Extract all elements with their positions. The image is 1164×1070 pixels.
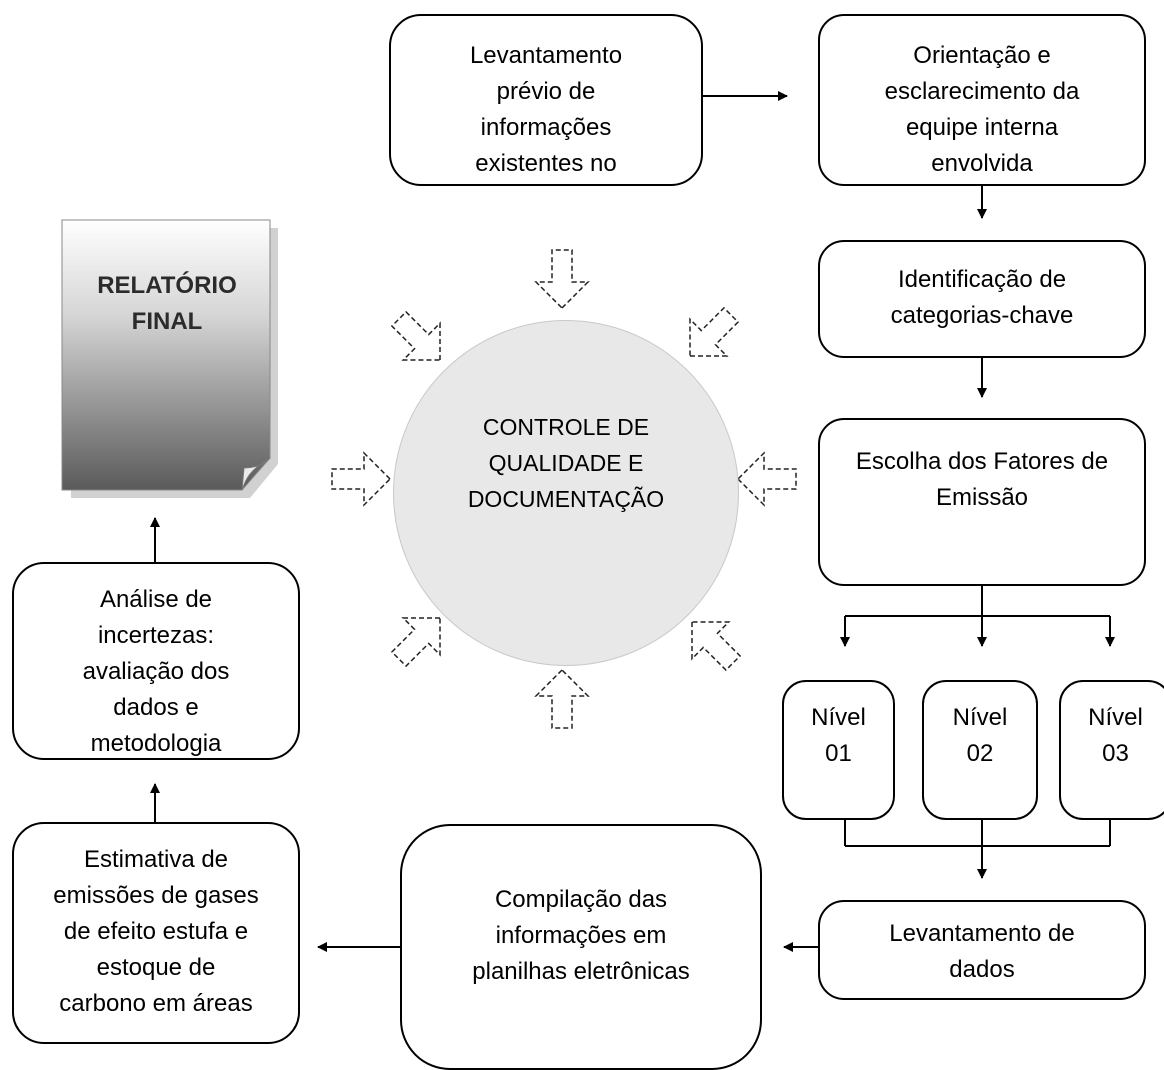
nivel-02-text: Nível 02	[952, 704, 1008, 767]
quality-control-label: CONTROLE DE QUALIDADE E DOCUMENTAÇÃO	[467, 414, 665, 512]
box-estimativa-text: Estimativa de emissões de gases de efeit…	[53, 846, 259, 1017]
box-nivel-01: Nível 01	[782, 680, 895, 820]
dashed-arrow-right	[736, 451, 797, 507]
final-report-document-icon	[61, 219, 278, 498]
dashed-arrow-top-left	[390, 310, 441, 361]
dashed-arrow-bottom	[534, 668, 590, 729]
box-identificacao: Identificação de categorias-chave	[818, 240, 1146, 358]
box-compilacao-text: Compilação das informações em planilhas …	[472, 886, 690, 985]
box-orientacao-text: Orientação e esclarecimento da equipe in…	[884, 42, 1080, 177]
quality-control-circle: CONTROLE DE QUALIDADE E DOCUMENTAÇÃO	[393, 320, 739, 666]
box-compilacao: Compilação das informações em planilhas …	[400, 824, 762, 1070]
box-nivel-02: Nível 02	[922, 680, 1038, 820]
branch-to-levels	[840, 586, 1115, 647]
box-orientacao: Orientação e esclarecimento da equipe in…	[818, 14, 1146, 186]
box-escolha-fatores-text: Escolha dos Fatores de Emissão	[855, 448, 1109, 511]
dashed-arrow-left	[331, 451, 392, 507]
box-nivel-03: Nível 03	[1059, 680, 1164, 820]
box-estimativa: Estimativa de emissões de gases de efeit…	[12, 822, 300, 1044]
dashed-arrow-top-right	[689, 306, 740, 357]
box-analise-incertezas-text: Análise de incertezas: avaliação dos dad…	[82, 586, 230, 757]
box-identificacao-text: Identificação de categorias-chave	[890, 266, 1074, 329]
final-report-label: RELATÓRIO FINAL	[97, 272, 237, 335]
box-levantamento-previo: Levantamento prévio de informações exist…	[389, 14, 703, 186]
box-levantamento-dados: Levantamento de dados	[818, 900, 1146, 1000]
levels-merge	[844, 820, 1111, 879]
dashed-arrow-bottom-right	[691, 621, 742, 672]
nivel-03-text: Nível 03	[1088, 704, 1143, 767]
box-levantamento-dados-text: Levantamento de dados	[889, 920, 1075, 983]
dashed-arrow-bottom-left	[390, 617, 441, 668]
box-analise-incertezas: Análise de incertezas: avaliação dos dad…	[12, 562, 300, 760]
nivel-01-text: Nível 01	[811, 704, 866, 767]
dashed-arrow-top	[534, 249, 590, 310]
box-levantamento-previo-text: Levantamento prévio de informações exist…	[469, 42, 623, 177]
box-escolha-fatores: Escolha dos Fatores de Emissão	[818, 418, 1146, 586]
